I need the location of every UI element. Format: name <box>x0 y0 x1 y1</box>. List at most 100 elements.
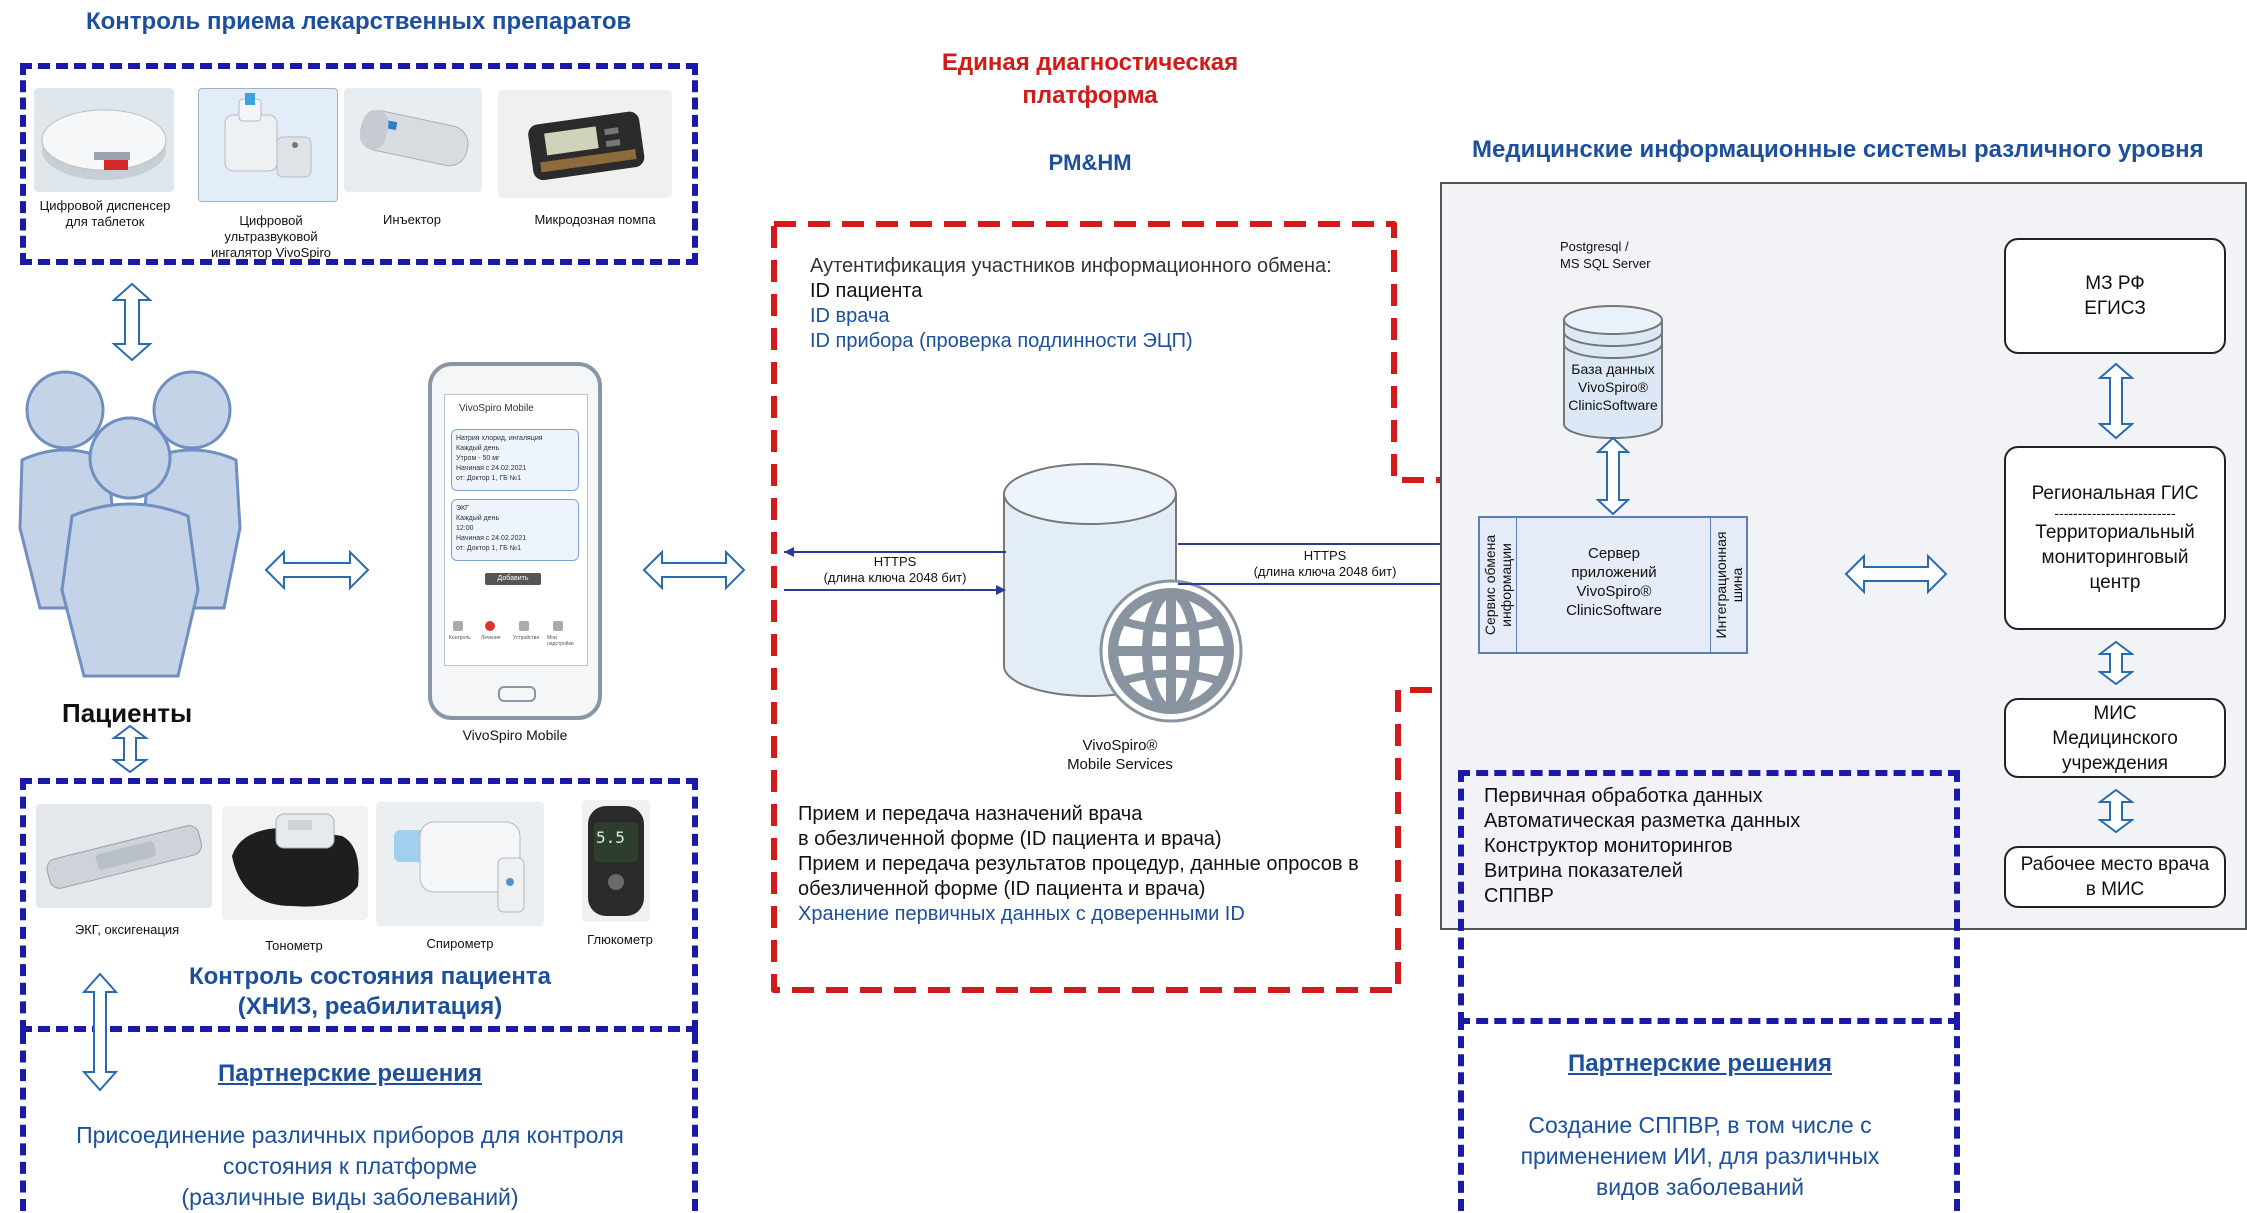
tonometer-icon <box>222 806 368 920</box>
patient-state-frame <box>20 778 698 1032</box>
partner-line: Создание СППВР, в том числе с <box>1528 1112 1872 1138</box>
platform-title-line: платформа <box>1022 82 1158 109</box>
partner-text-right: Создание СППВР, в том числе с применение… <box>1480 1110 1920 1203</box>
card-line: Утром - 50 мг <box>456 455 500 462</box>
phone-home-button <box>498 686 536 702</box>
ecg-icon <box>36 804 212 908</box>
app-title: VivoSpiro Mobile <box>459 403 534 414</box>
analytics-frame-right-edge <box>1954 1018 1960 1211</box>
regional-gis-box: Региональная ГИС -----------------------… <box>2004 446 2226 630</box>
double-arrow-vertical-icon <box>2098 788 2134 834</box>
server-line: VivoSpiro® <box>1576 583 1652 600</box>
nav-label: Контроль <box>449 635 471 641</box>
double-arrow-vertical-icon <box>111 724 149 774</box>
https-line: (длина ключа 2048 бит) <box>823 570 967 585</box>
mz-rf-box: МЗ РФ ЕГИСЗ <box>2004 238 2226 354</box>
device-label-spirometer: Спирометр <box>426 936 494 951</box>
mobile-services-line: Mobile Services <box>1067 756 1173 773</box>
nav-label: Мои надстройки <box>547 635 574 647</box>
mis-title: Медицинские информационные системы разли… <box>1472 136 2204 163</box>
mis-box: МИС Медицинского учреждения <box>2004 698 2226 778</box>
injector-icon <box>344 88 482 192</box>
phone-card-2[interactable]: ЭКГ Каждый день 12:00 Начиная с 24.02.20… <box>451 499 579 561</box>
auth-item: ID врача <box>810 305 890 327</box>
analytics-list: Первичная обработка данных Автоматическа… <box>1484 784 1800 909</box>
exchange-line: Сервис обмена <box>1482 534 1498 636</box>
server-label: Сервер приложений VivoSpiro® ClinicSoftw… <box>1516 544 1712 620</box>
pill-dispenser-icon <box>34 88 174 192</box>
double-arrow-vertical-icon <box>111 282 153 362</box>
double-arrow-horizontal-icon <box>1844 553 1948 595</box>
partner-line: (различные виды заболеваний) <box>181 1184 519 1210</box>
phone-caption: VivoSpiro Mobile <box>462 727 568 743</box>
mobile-services-line: VivoSpiro® <box>1082 737 1158 754</box>
nav-label: Лечение <box>481 635 501 641</box>
box-line: Медицинского <box>2052 727 2178 749</box>
https-line: HTTPS <box>1303 548 1347 563</box>
auth-item: ID пациента <box>810 280 923 302</box>
nav-item-icon[interactable] <box>485 621 495 631</box>
phone-card-1[interactable]: Натрия хлорид, ингаляция Каждый день Утр… <box>451 429 579 491</box>
drug-control-title: Контроль приема лекарственных препаратов <box>86 8 632 35</box>
device-label-glucometer: Глюкометр <box>587 932 653 947</box>
https-line: (длина ключа 2048 бит) <box>1253 564 1397 579</box>
partner-line: применением ИИ, для различных <box>1520 1143 1880 1169</box>
partner-text-left: Присоединение различных приборов для кон… <box>30 1120 670 1213</box>
partner-line: Присоединение различных приборов для кон… <box>76 1122 624 1148</box>
state-control-line: Контроль состояния пациента <box>189 963 551 990</box>
exchange-line: информации <box>1498 543 1514 627</box>
auth-item: ID прибора (проверка подлинности ЭЦП) <box>810 330 1193 352</box>
function-line: Прием и передача результатов процедур, д… <box>798 853 1359 875</box>
nav-item-icon[interactable] <box>519 621 529 631</box>
glucometer-screen-value: 5.5 <box>596 828 625 847</box>
card-line: от: Доктор 1, ГБ №1 <box>456 475 522 482</box>
box-line: МИС <box>2093 702 2137 724</box>
card-line: Каждый день <box>456 515 500 522</box>
analytics-frame-left-edge <box>1458 1018 1464 1211</box>
db-caption-line: MS SQL Server <box>1560 256 1651 271</box>
box-line: МЗ РФ <box>2085 273 2145 294</box>
box-line: мониторинговый <box>2041 547 2189 568</box>
double-arrow-vertical-icon <box>2098 640 2134 686</box>
db-label: База данных VivoSpiro® ClinicSoftware <box>1552 360 1674 414</box>
card-line: от: Доктор 1, ГБ №1 <box>456 545 522 552</box>
db-label-line: VivoSpiro® <box>1578 379 1648 395</box>
glucometer-icon: 5.5 <box>582 800 650 922</box>
partner-title-left[interactable]: Партнерские решения <box>218 1060 482 1087</box>
nav-item-icon[interactable] <box>453 621 463 631</box>
db-label-line: ClinicSoftware <box>1568 397 1658 413</box>
server-line: ClinicSoftware <box>1566 602 1662 619</box>
integration-line: шина <box>1729 567 1745 603</box>
card-line: Каждый день <box>456 445 500 452</box>
auth-title: Аутентификация участников информационног… <box>810 255 1332 277</box>
analytics-frame <box>1458 770 1960 1024</box>
server-line: Сервер <box>1587 545 1640 562</box>
box-line: центр <box>2089 572 2141 593</box>
phone-screen: VivoSpiro Mobile Натрия хлорид, ингаляци… <box>444 394 588 666</box>
analytics-frame-divider <box>1458 1018 1960 1024</box>
drug-devices-frame <box>20 63 698 265</box>
partner-title-right[interactable]: Партнерские решения <box>1568 1050 1832 1077</box>
https-label-right: HTTPS (длина ключа 2048 бит) <box>1230 548 1420 580</box>
https-label-left: HTTPS (длина ключа 2048 бит) <box>800 554 990 586</box>
double-arrow-vertical-icon <box>2098 362 2134 440</box>
device-label-inhaler: Цифровой ультразвуковой ингалятор VivoSp… <box>210 213 332 260</box>
box-line: Территориальный <box>2035 522 2195 543</box>
state-control-line: (ХНИЗ, реабилитация) <box>237 993 503 1020</box>
partner-line: состояния к платформе <box>222 1153 478 1179</box>
auth-block: Аутентификация участников информационног… <box>810 254 1332 354</box>
analytics-item: Конструктор мониторингов <box>1484 835 1733 857</box>
function-line: обезличенной форме (ID пациента и врача) <box>798 878 1206 900</box>
patients-label: Пациенты <box>62 698 193 728</box>
partner-line: видов заболеваний <box>1595 1174 1805 1200</box>
https-link-left <box>784 547 1006 595</box>
platform-title-line: Единая диагностическая <box>941 49 1239 76</box>
server-line: приложений <box>1571 564 1657 581</box>
card-line: ЭКГ <box>456 505 469 512</box>
add-button[interactable]: Добавить <box>485 573 541 585</box>
device-label-pump: Микродозная помпа <box>534 212 656 227</box>
platform-functions: Прием и передача назначений врача в обез… <box>798 802 1359 927</box>
double-arrow-vertical-icon <box>81 972 119 1092</box>
integration-line: Интеграционная <box>1713 531 1729 639</box>
nav-item-icon[interactable] <box>553 621 563 631</box>
